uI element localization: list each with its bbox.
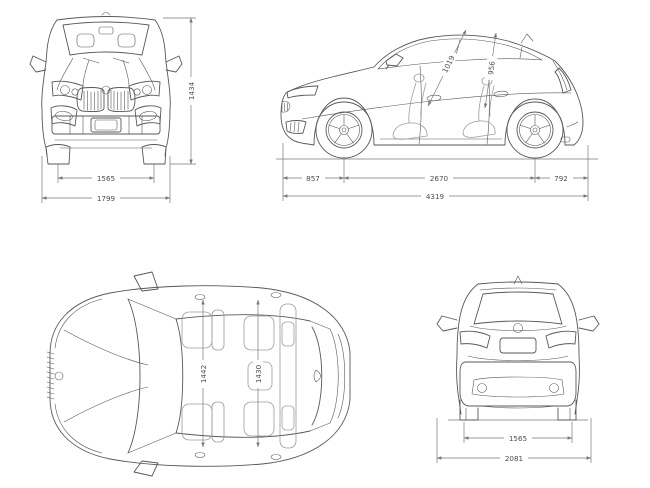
front-interior-width-label: 1442 [199, 365, 208, 383]
rear-overhang-label: 792 [554, 174, 568, 183]
side-seats [392, 73, 496, 140]
rear-width-label: 2081 [505, 454, 523, 463]
front-bumper [45, 105, 167, 165]
dim-top-rear-width: 1430 [253, 299, 263, 448]
antenna-fin-top [313, 369, 321, 383]
top-mirror-right [133, 460, 159, 477]
rear-interior-width-label: 1430 [254, 364, 263, 383]
rear-bumper [459, 361, 577, 421]
side-mirror [385, 53, 404, 70]
dim-rear-track: 1565 [463, 422, 573, 443]
dim-front-height: 1434 [163, 17, 196, 165]
kidney-grille-right [107, 87, 136, 113]
dim-side-lengths: 857 2670 792 4319 [282, 143, 589, 201]
dim-front-track: 1565 [57, 164, 155, 183]
dim-side-rear-headroom: 956 [483, 32, 498, 109]
top-mirror-left [133, 271, 159, 292]
rear-mirror-right [578, 315, 600, 332]
dim-top-front-width: 1442 [198, 299, 208, 448]
top-view: 1442 1430 [46, 271, 351, 477]
side-view: 1019 956 857 2670 792 4319 [276, 29, 598, 201]
rear-track-label: 1565 [509, 434, 527, 443]
front-car-outline [29, 12, 183, 157]
front-height-label: 1434 [187, 81, 196, 100]
front-view: 1565 1799 1434 [29, 12, 196, 203]
rear-view: 1565 2081 [436, 275, 600, 463]
wheelbase-label: 2670 [430, 174, 449, 183]
front-wheel-right [141, 144, 167, 165]
rear-headroom-label: 956 [486, 60, 497, 75]
front-width-label: 1799 [97, 194, 116, 203]
bmw-roundel-top [54, 371, 64, 381]
rear-car-outline [436, 275, 600, 415]
antenna-fin-rear [513, 275, 523, 285]
front-lights-grille [51, 80, 161, 113]
dim-rear-width: 2081 [436, 418, 592, 463]
bmw-roundel-front [101, 85, 111, 95]
antenna-fin [520, 33, 534, 44]
side-wheels [315, 101, 564, 159]
dim-side-front-headroom: 1019 [427, 29, 467, 107]
bmw-roundel-rear [513, 323, 523, 333]
overall-length-label: 4319 [426, 192, 445, 201]
front-track-label: 1565 [97, 174, 115, 183]
front-overhang-label: 857 [306, 174, 320, 183]
rear-wheel-left [459, 399, 479, 421]
front-wheel-left [45, 144, 71, 165]
rear-mirror-left [436, 315, 458, 332]
rear-wheel-right [557, 399, 577, 421]
kidney-grille-left [76, 87, 105, 113]
top-car-outline [46, 271, 351, 477]
